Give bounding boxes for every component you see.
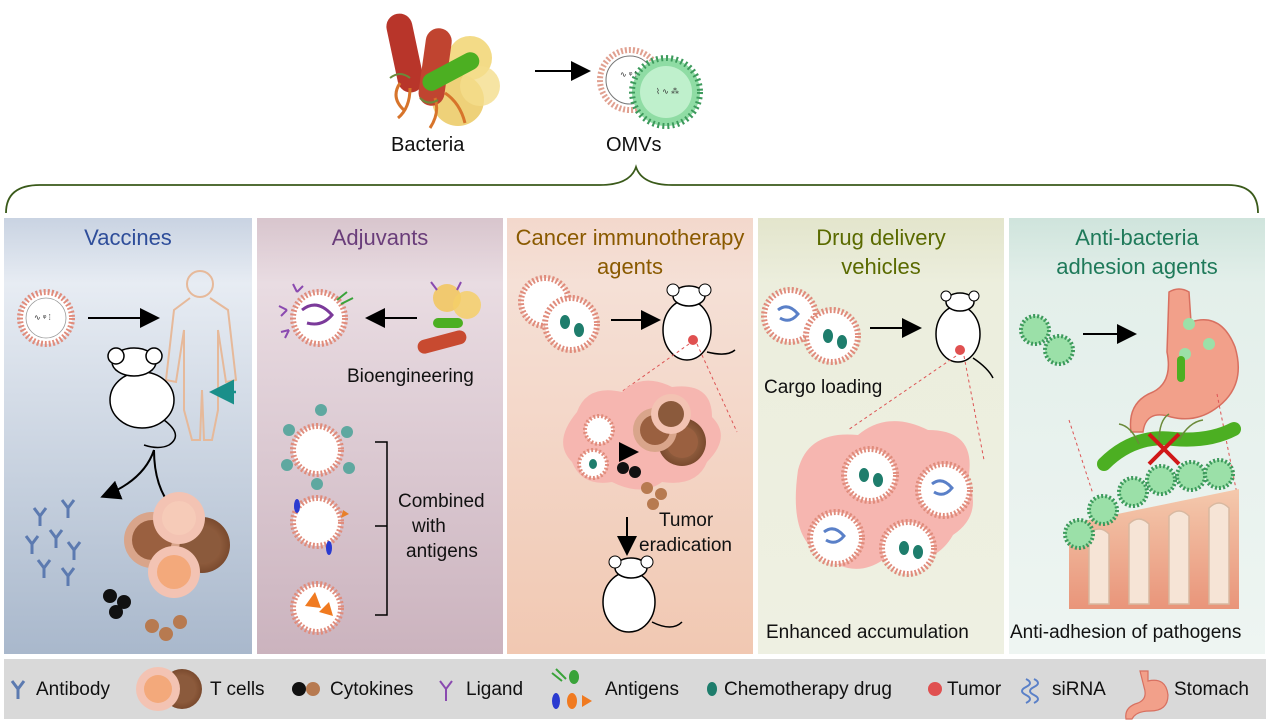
bioengineering-label: Bioengineering (347, 366, 474, 387)
antibody-icon (10, 680, 26, 699)
panel-title-drug-1: Drug delivery (816, 225, 946, 250)
stomach-icon (1125, 670, 1169, 720)
tumor-label-2: eradication (639, 535, 732, 556)
svg-text:∿ ᵠ ⁞: ∿ ᵠ ⁞ (620, 70, 637, 79)
tumor-icon (928, 682, 942, 696)
panel-title-cancer-1: Cancer immunotherapy (515, 225, 745, 250)
panel-title-cancer-2: agents (596, 254, 664, 279)
cytokines-icon (292, 682, 320, 696)
adjuvants-illustration (278, 281, 481, 635)
combined-label-2: with (412, 516, 446, 537)
cancer-illustration (518, 275, 738, 633)
legend-cytokines: Cytokines (330, 679, 414, 700)
t-cells-icon (136, 667, 202, 711)
omvs-illustration: ∿ ᵠ ⁞ ⌇ ∿ ⁂ (597, 47, 703, 129)
grouping-brace (5, 164, 1259, 214)
legend-tumor: Tumor (947, 679, 1002, 700)
combined-label-1: Combined (398, 491, 485, 512)
bacteria-label: Bacteria (391, 134, 465, 156)
vaccines-illustration: ∿ ᵠ ⁞ (17, 270, 238, 641)
legend-t-cells: T cells (210, 679, 265, 700)
legend-antigens: Antigens (605, 679, 679, 700)
drug-delivery-illustration (761, 287, 994, 577)
combined-label-3: antigens (406, 541, 478, 562)
panel-title-vaccines: Vaccines (84, 225, 172, 250)
anti-adhesion-label: Anti-adhesion of pathogens (1010, 622, 1242, 643)
legend-bar (4, 659, 1266, 719)
bacteria-illustration (386, 13, 500, 129)
enhanced-accumulation-label: Enhanced accumulation (766, 622, 969, 643)
antigens-icon (551, 668, 592, 709)
legend-stomach: Stomach (1174, 679, 1249, 700)
panel-title-adjuvants: Adjuvants (331, 225, 429, 250)
legend-chemotherapy-drug: Chemotherapy drug (724, 679, 892, 700)
panel-title-drug-2: vehicles (841, 254, 921, 279)
panel-title-anti-1: Anti-bacteria (1075, 225, 1199, 250)
sirna-icon (1021, 678, 1039, 704)
chemotherapy-drug-icon (707, 682, 717, 696)
legend-antibody: Antibody (36, 679, 110, 700)
top-arrow (535, 61, 591, 81)
svg-text:∿ ᵠ ⁞: ∿ ᵠ ⁞ (34, 313, 51, 322)
legend-ligand: Ligand (466, 679, 524, 700)
omvs-label: OMVs (606, 134, 662, 156)
legend-sirna: siRNA (1052, 679, 1106, 700)
anti-bacteria-illustration (1019, 288, 1241, 609)
cargo-loading-label: Cargo loading (764, 377, 883, 398)
panel-title-anti-2: adhesion agents (1056, 254, 1218, 279)
ligand-icon (439, 680, 453, 701)
legend-icons (10, 667, 1169, 720)
tumor-label-1: Tumor (659, 510, 714, 531)
svg-text:⌇ ∿ ⁂: ⌇ ∿ ⁂ (656, 86, 679, 96)
